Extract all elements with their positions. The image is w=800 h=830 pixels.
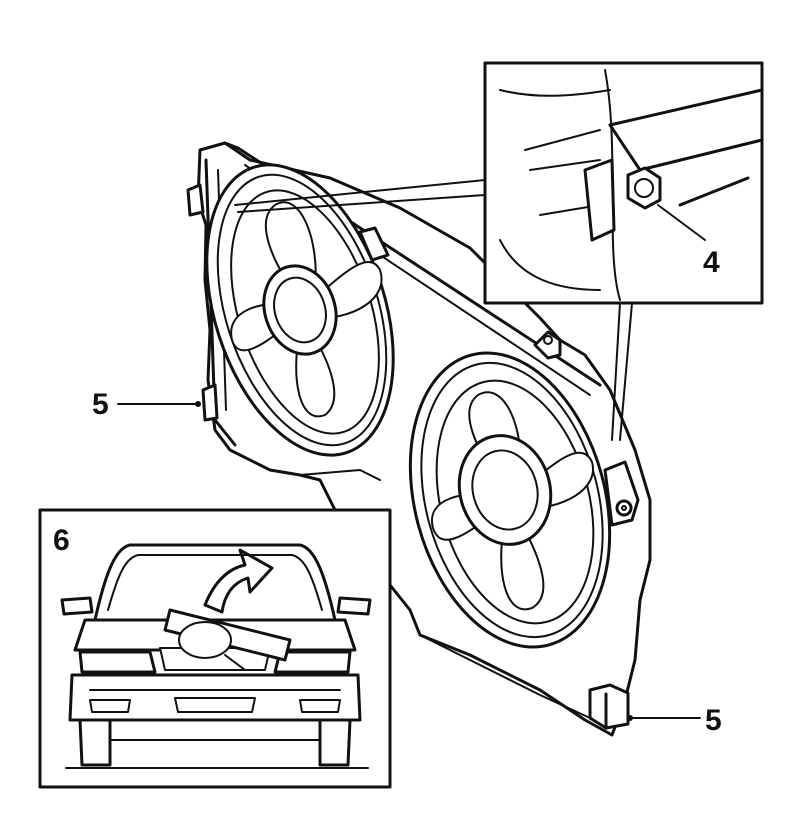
callout-5-right: 5 [705,704,722,737]
callout-6: 6 [53,524,70,557]
car-front-view [60,543,372,769]
right-fan [408,351,612,649]
detail-inset-frame [483,61,764,305]
detail-inset: 4 [234,61,764,441]
car-front-inset: 6 [38,508,392,789]
callout-5-left: 5 [92,388,109,421]
lift-arrow-icon [203,548,274,614]
callout-group-5: 5 5 [92,388,722,737]
callout-4: 4 [703,246,720,279]
bolt-icon [626,166,662,210]
left-fan [205,163,395,457]
